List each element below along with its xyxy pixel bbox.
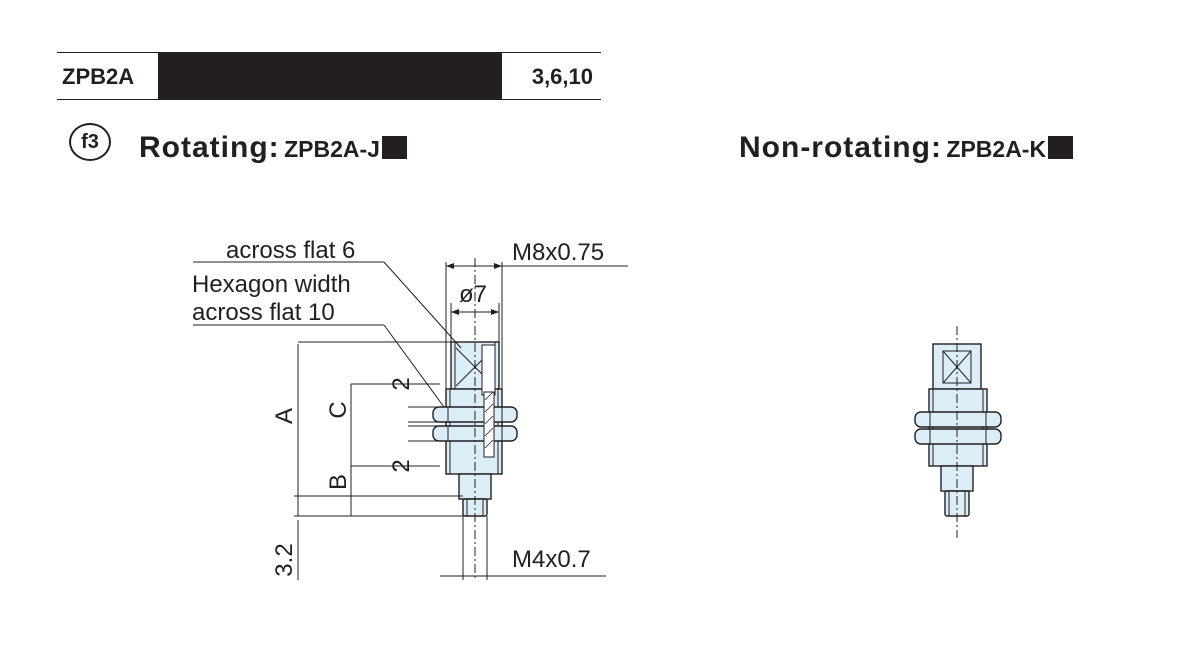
section-badge: f3: [69, 123, 111, 161]
gap-bottom-label: 2: [388, 459, 415, 472]
across-flat-6-label: across flat 6: [226, 237, 355, 264]
gap-top-label: 2: [388, 377, 415, 390]
size-range: 3,6,10: [531, 64, 593, 89]
non-rotating-code-box: [1048, 136, 1074, 159]
dimension-c-label: C: [325, 401, 352, 418]
hexagon-width-label: Hexagon width: [192, 271, 351, 298]
non-rotating-title: Non-rotating: ZPB2A-K: [739, 131, 1074, 165]
dimension-a-label: A: [271, 408, 298, 424]
across-flat-10-label: across flat 10: [192, 299, 335, 326]
header-band: [158, 53, 502, 99]
rotating-dimension-lines: [193, 261, 628, 580]
non-rotating-label: Non-rotating:: [739, 131, 942, 164]
tip-length-label: 3.2: [271, 543, 298, 576]
non-rotating-part-drawing: [914, 326, 1002, 538]
thread-bottom-label: M4x0.7: [512, 546, 591, 573]
thread-top-label: M8x0.75: [512, 239, 604, 266]
rotating-title: Rotating: ZPB2A-J: [139, 131, 407, 165]
non-rotating-code: ZPB2A-K: [946, 136, 1047, 162]
rotating-part-drawing: [432, 258, 518, 580]
model-header-bar: ZPB2A 3,6,10: [57, 52, 601, 100]
rotating-code-box: [381, 136, 407, 159]
rotating-code: ZPB2A-J: [284, 136, 380, 162]
dimension-b-label: B: [325, 474, 352, 490]
diameter-label: ø7: [459, 281, 487, 308]
model-code: ZPB2A: [62, 64, 135, 89]
rotating-label: Rotating:: [139, 131, 280, 164]
dimension-arrows: [446, 263, 502, 315]
